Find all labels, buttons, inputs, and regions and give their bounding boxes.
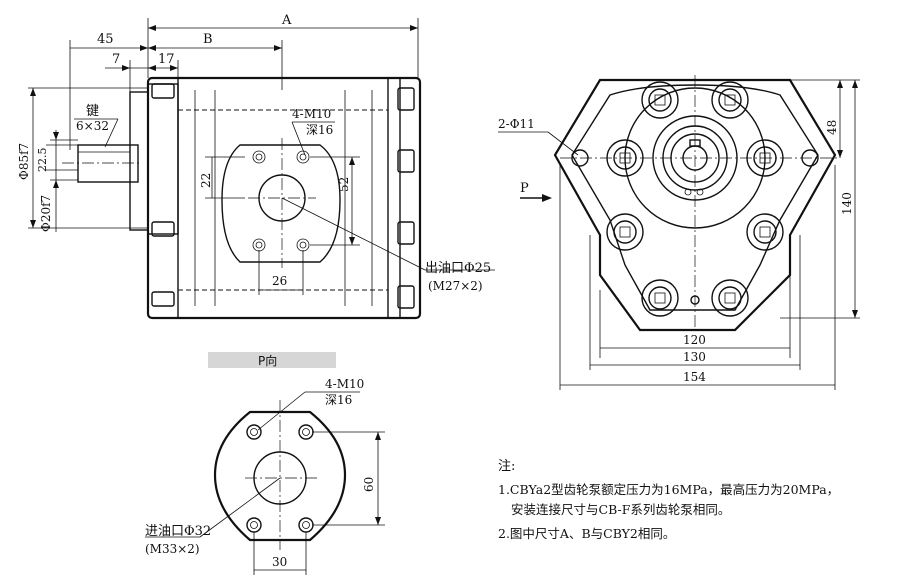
- mount-hole-right: [801, 149, 819, 167]
- dim-dia85: Φ85f7: [17, 143, 31, 180]
- dim-30: 30: [272, 555, 287, 569]
- thread-label-p: 4-M10: [325, 377, 364, 391]
- dim-45: 45: [97, 32, 114, 47]
- dim-48: 48: [825, 120, 839, 135]
- key-size: 6×32: [76, 119, 109, 133]
- dim-154: 154: [683, 370, 706, 384]
- mount-hole-left: [571, 149, 589, 167]
- dim-dia20: Φ20f7: [39, 195, 53, 232]
- note-1b: 安装连接尺寸与CB-F系列齿轮泵相同。: [511, 502, 730, 517]
- p-view: P向 4-M10 深16 60 30 进油口Φ32 (M33×2): [145, 352, 385, 575]
- notes-heading: 注:: [498, 459, 515, 474]
- dim-26: 26: [272, 274, 287, 288]
- dim-17: 17: [158, 52, 175, 67]
- depth-label-p: 深16: [325, 393, 352, 407]
- inlet-thread: (M33×2): [145, 542, 200, 556]
- p-view-title: P向: [258, 353, 277, 368]
- bolt-heads: [151, 83, 415, 309]
- outlet-flange: [221, 144, 341, 263]
- holes-label: 2-Φ11: [498, 117, 535, 131]
- outlet-label: 出油口Φ25: [425, 261, 491, 276]
- shaft: [77, 144, 139, 183]
- bolt-circles: [571, 81, 819, 317]
- pump-body: [146, 76, 422, 320]
- dim-B: B: [203, 32, 213, 47]
- dim-22: 22: [199, 173, 213, 188]
- front-flange: [553, 78, 837, 332]
- note-1: 1.CBYa2型齿轮泵额定压力为16MPa，最高压力为20MPa，: [498, 482, 839, 497]
- front-view: 2-Φ11 P 48 140 120 130 154: [498, 75, 860, 390]
- key-label: 键: [86, 104, 99, 119]
- outlet-thread: (M27×2): [428, 279, 483, 293]
- dim-7: 7: [112, 52, 120, 67]
- view-arrow-label: P: [520, 181, 529, 196]
- thread-label-top: 4-M10: [292, 107, 331, 121]
- p-view-title-bar: [208, 352, 336, 368]
- dim-A: A: [281, 13, 292, 28]
- side-view: A 45 B 7 17 Φ85f7 Φ20f7 22.5: [17, 13, 495, 320]
- inlet-label: 进油口Φ32: [145, 524, 211, 539]
- dim-60: 60: [362, 477, 376, 492]
- inlet-flange: [213, 410, 347, 542]
- notes: 注: 1.CBYa2型齿轮泵额定压力为16MPa，最高压力为20MPa， 安装连…: [498, 459, 839, 541]
- dim-140: 140: [840, 192, 854, 215]
- dim-120: 120: [683, 333, 706, 347]
- mount-flange: [129, 91, 149, 231]
- depth-label-top: 深16: [306, 123, 333, 137]
- dim-22-5: 22.5: [36, 148, 49, 173]
- dim-52: 52: [337, 177, 351, 192]
- note-2: 2.图中尺寸A、B与CBY2相同。: [498, 526, 675, 541]
- dim-130: 130: [683, 350, 706, 364]
